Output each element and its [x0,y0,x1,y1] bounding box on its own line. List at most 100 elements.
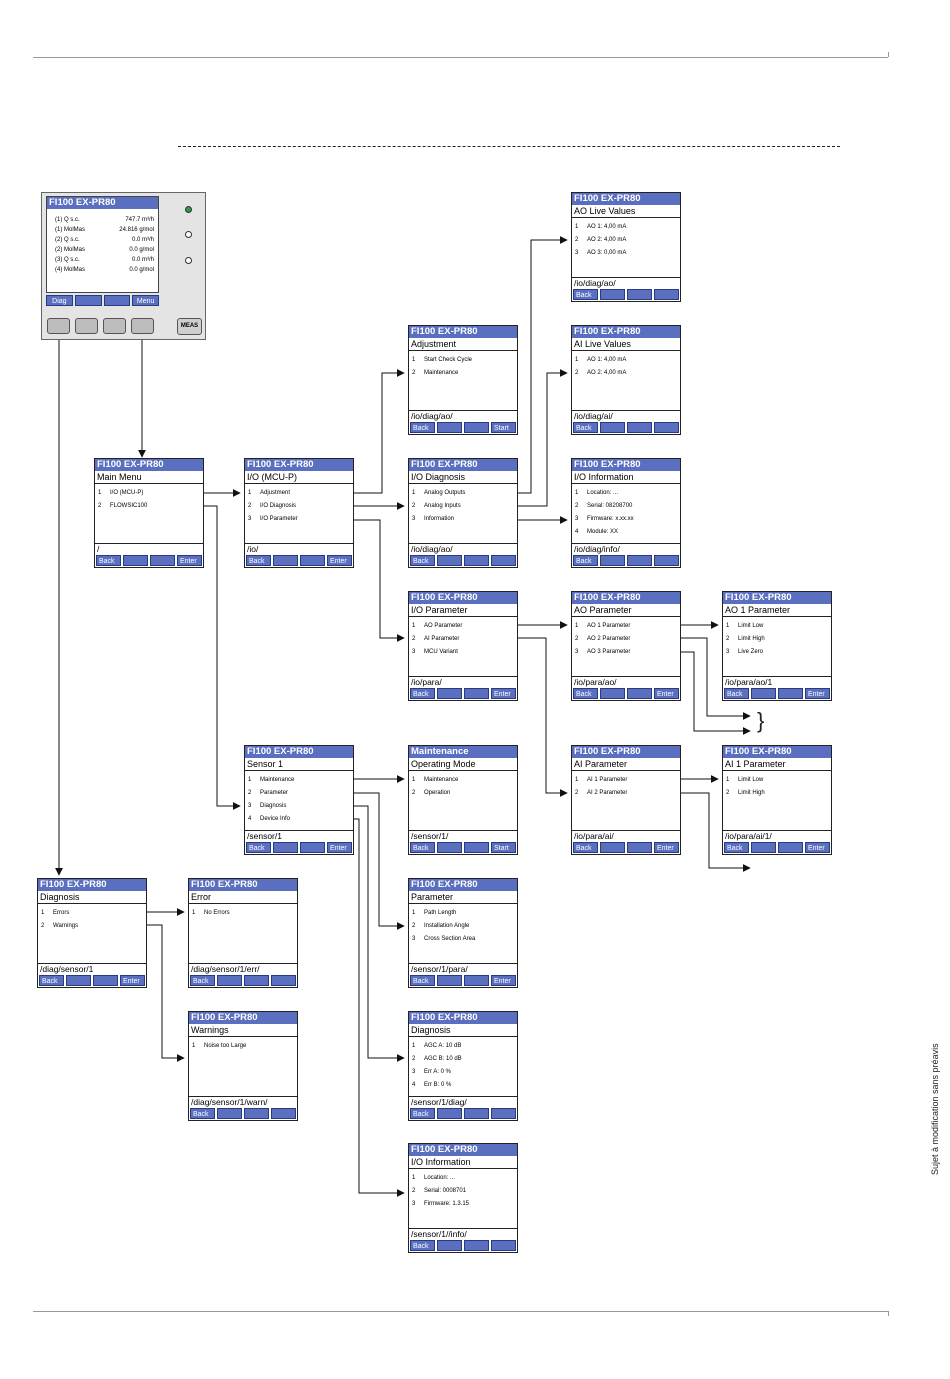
blank-softkey[interactable] [244,1108,269,1119]
blank-softkey[interactable] [491,555,516,566]
back-button[interactable]: Back [573,422,598,433]
enter-button[interactable]: Enter [177,555,202,566]
blank-softkey[interactable] [437,688,462,699]
blank-softkey[interactable] [654,289,679,300]
hardkey-1[interactable] [47,318,70,334]
blank-softkey[interactable] [600,688,625,699]
enter-button[interactable]: Enter [805,688,830,699]
hardkey-4[interactable] [131,318,154,334]
back-button[interactable]: Back [246,842,271,853]
blank-softkey[interactable] [437,555,462,566]
back-button[interactable]: Back [573,842,598,853]
blank-softkey[interactable] [464,842,489,853]
back-button[interactable]: Back [410,842,435,853]
back-button[interactable]: Back [410,975,435,986]
enter-button[interactable]: Enter [327,842,352,853]
back-button[interactable]: Back [724,688,749,699]
start-button[interactable]: Start [491,422,516,433]
back-button[interactable]: Back [190,1108,215,1119]
enter-button[interactable]: Enter [805,842,830,853]
back-button[interactable]: Back [724,842,749,853]
blank-softkey[interactable] [437,422,462,433]
blank-softkey[interactable] [778,842,803,853]
back-button[interactable]: Back [410,422,435,433]
blank-softkey[interactable] [464,1108,489,1119]
enter-button[interactable]: Enter [491,975,516,986]
blank-softkey[interactable] [464,1240,489,1251]
enter-button[interactable]: Enter [654,688,679,699]
blank-softkey[interactable] [217,1108,242,1119]
hardkey-3[interactable] [103,318,126,334]
blank-softkey[interactable] [600,422,625,433]
hardkey-2[interactable] [75,318,98,334]
blank-softkey[interactable] [273,555,298,566]
back-button[interactable]: Back [410,555,435,566]
blank-softkey[interactable] [464,688,489,699]
blank-softkey[interactable] [273,842,298,853]
back-button[interactable]: Back [190,975,215,986]
blank-softkey[interactable] [271,975,296,986]
blank-softkey[interactable] [627,842,652,853]
back-button[interactable]: Back [96,555,121,566]
blank-softkey[interactable] [93,975,118,986]
blank-softkey[interactable] [437,1108,462,1119]
blank-softkey[interactable] [600,555,625,566]
start-button[interactable]: Start [491,842,516,853]
blank-softkey[interactable] [751,688,776,699]
blank-softkey[interactable] [271,1108,296,1119]
blank-softkey[interactable] [437,842,462,853]
blank-softkey[interactable] [654,555,679,566]
back-button[interactable]: Back [246,555,271,566]
blank-softkey[interactable] [66,975,91,986]
enter-button[interactable]: Enter [654,842,679,853]
back-button[interactable]: Back [39,975,64,986]
blank-softkey[interactable] [600,289,625,300]
back-button[interactable]: Back [410,688,435,699]
enter-button[interactable]: Enter [120,975,145,986]
blank-softkey[interactable] [244,975,269,986]
